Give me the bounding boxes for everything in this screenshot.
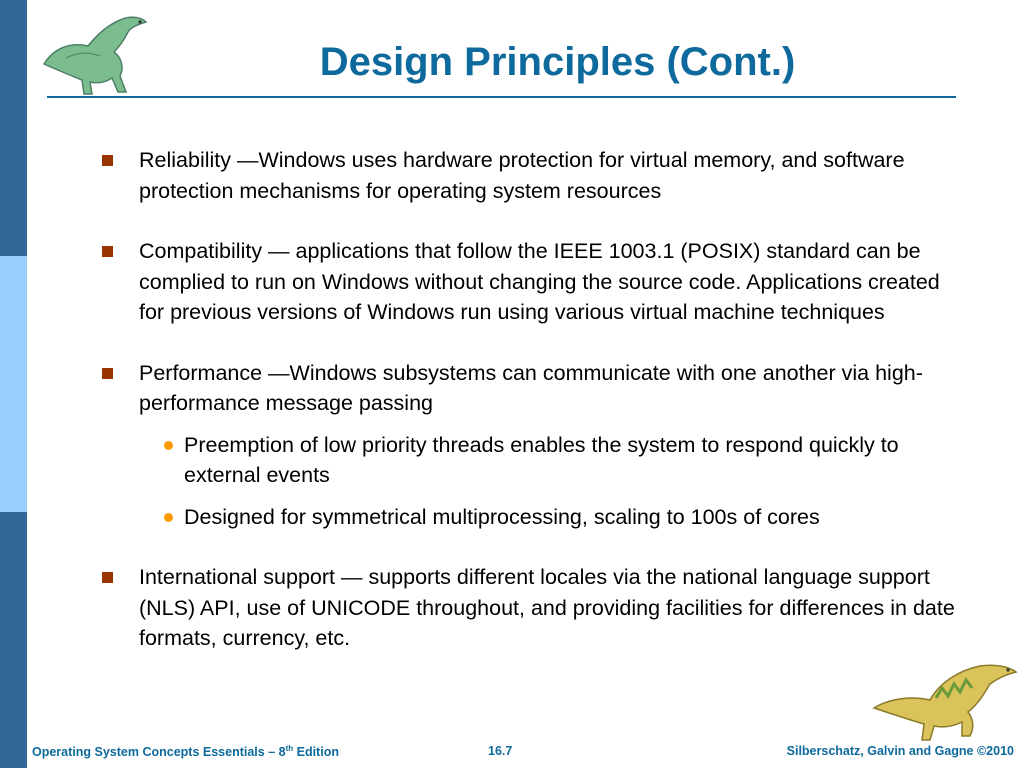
list-item: International support — supports differe…: [100, 562, 960, 654]
dinosaur-icon: [42, 16, 148, 95]
sub-list-item: Designed for symmetrical multiprocessing…: [139, 502, 960, 533]
side-band-middle: [0, 256, 27, 512]
list-item: Compatibility — applications that follow…: [100, 236, 960, 328]
sub-bullet-list: Preemption of low priority threads enabl…: [139, 430, 960, 533]
bullet-text: Compatibility — applications that follow…: [139, 239, 940, 324]
title-divider: [47, 96, 956, 98]
bullet-list: Reliability —Windows uses hardware prote…: [100, 145, 960, 684]
square-bullet-icon: [102, 155, 113, 166]
footer-book-title: Operating System Concepts Essentials – 8…: [32, 744, 339, 760]
sub-bullet-text: Designed for symmetrical multiprocessing…: [184, 504, 820, 529]
bullet-text: Reliability —Windows uses hardware prote…: [139, 148, 905, 203]
list-item: Performance —Windows subsystems can comm…: [100, 358, 960, 533]
dinosaur-icon: [872, 664, 1018, 741]
square-bullet-icon: [102, 367, 113, 379]
square-bullet-icon: [102, 572, 113, 583]
dot-bullet-icon: [164, 512, 173, 522]
slide-title: Design Principles (Cont.): [319, 40, 796, 84]
footer-copyright: Silberschatz, Galvin and Gagne ©2010: [786, 744, 1014, 758]
side-band-top: [0, 0, 27, 256]
sub-list-item: Preemption of low priority threads enabl…: [139, 430, 960, 491]
list-item: Reliability —Windows uses hardware prote…: [100, 145, 960, 206]
dot-bullet-icon: [164, 440, 173, 450]
bullet-text: International support — supports differe…: [139, 565, 955, 650]
square-bullet-icon: [102, 246, 113, 257]
slide-number: 16.7: [488, 744, 513, 758]
side-band-bottom: [0, 512, 27, 768]
sub-bullet-text: Preemption of low priority threads enabl…: [184, 432, 899, 488]
bullet-text: Performance —Windows subsystems can comm…: [139, 360, 923, 416]
